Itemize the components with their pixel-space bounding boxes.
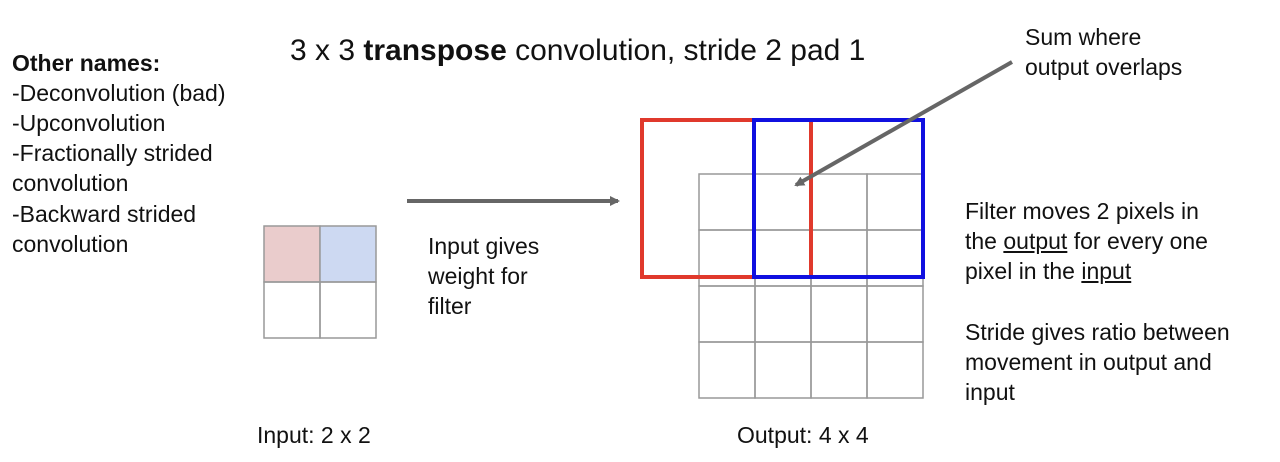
grid-cell — [263, 225, 321, 283]
other-name-item: -Fractionally strided — [12, 140, 213, 166]
grid-cell — [319, 225, 377, 283]
output-grid — [698, 173, 924, 399]
grid-cell — [810, 285, 868, 343]
explanation-line: Stride gives ratio between — [965, 319, 1230, 345]
grid-cell — [263, 281, 321, 339]
filter-box-second — [752, 118, 925, 279]
grid-cell — [866, 173, 924, 231]
grid-cell — [866, 285, 924, 343]
input-grid — [263, 225, 377, 339]
output-grid-label: Output: 4 x 4 — [737, 422, 869, 448]
other-name-item: -Deconvolution (bad) — [12, 80, 226, 106]
callout-line: Sum where — [1025, 24, 1142, 50]
input-grid-label: Input: 2 x 2 — [257, 422, 371, 448]
grid-cell — [698, 341, 756, 399]
other-name-item: -Upconvolution — [12, 110, 166, 136]
input-underlined: input — [1081, 258, 1132, 284]
grid-cell — [698, 173, 756, 231]
grid-cell — [319, 281, 377, 339]
arrow-text-line: weight for — [428, 263, 528, 289]
grid-cell — [810, 341, 868, 399]
overlap-callout-arrow — [794, 60, 1013, 187]
grid-cell — [810, 173, 868, 231]
explanation-text: the — [965, 228, 1004, 254]
grid-cell — [698, 285, 756, 343]
other-name-item: -Backward strided — [12, 201, 197, 227]
grid-cell — [754, 341, 812, 399]
explanation-text: pixel in the — [965, 258, 1082, 284]
grid-cell — [866, 341, 924, 399]
explanation-line: pixel in the input — [965, 256, 1131, 286]
other-names-heading: Other names: — [12, 50, 161, 76]
title-suffix: convolution, stride 2 pad 1 — [506, 34, 866, 67]
arrow-text-line: filter — [428, 293, 472, 319]
explanation-line: Filter moves 2 pixels in — [965, 198, 1199, 224]
explanation-line: movement in output and — [965, 349, 1212, 375]
explanation-line: input — [965, 379, 1015, 405]
diagram-title: 3 x 3 transpose convolution, stride 2 pa… — [290, 32, 865, 70]
title-bold: transpose — [363, 34, 507, 67]
filter-box-first — [640, 118, 813, 279]
explanation-line: the output for every one — [965, 226, 1208, 256]
other-name-item: convolution — [12, 231, 129, 257]
explanation-text: for every one — [1067, 228, 1208, 254]
title-prefix: 3 x 3 — [290, 34, 364, 67]
output-underlined: output — [1003, 228, 1068, 254]
arrow-text-line: Input gives — [428, 233, 540, 259]
other-name-item: convolution — [12, 170, 129, 196]
grid-cell — [754, 285, 812, 343]
callout-line: output overlaps — [1025, 54, 1183, 80]
